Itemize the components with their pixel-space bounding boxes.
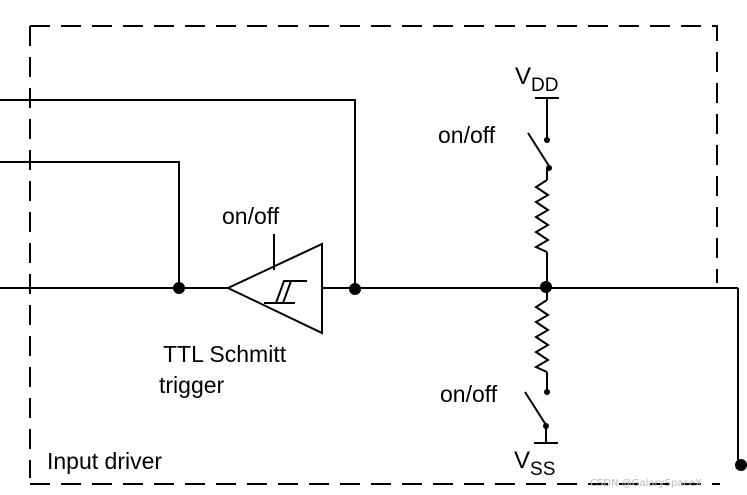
pull-down-branch xyxy=(524,287,558,444)
switch-bottom-pivot xyxy=(544,389,550,395)
pull-up-branch xyxy=(527,97,559,287)
switch-top-label: on/off xyxy=(438,122,496,148)
pull-down-resistor xyxy=(533,299,550,373)
switch-top-contact xyxy=(544,137,550,143)
hysteresis-icon xyxy=(264,280,307,304)
watermark: CSDN @GalarySpaceX xyxy=(590,478,702,489)
input-driver-label: Input driver xyxy=(47,448,162,474)
trigger-input-junction xyxy=(173,282,185,294)
upper-input-wire xyxy=(0,99,356,289)
pin-node xyxy=(735,459,747,471)
schmitt-enable-label: on/off xyxy=(222,203,280,229)
switch-top-blade xyxy=(527,132,550,167)
trigger-output-junction xyxy=(349,283,361,295)
schmitt-trigger xyxy=(225,234,323,335)
vdd-label: VDD xyxy=(515,63,558,96)
vss-label: VSS xyxy=(514,447,555,480)
switch-bottom-label: on/off xyxy=(440,381,498,407)
pull-up-resistor xyxy=(533,179,550,253)
middle-input-wire xyxy=(0,161,180,288)
schmitt-label-line1: TTL Schmitt xyxy=(163,341,287,367)
input-driver-boundary xyxy=(29,25,720,485)
switch-bottom-blade xyxy=(524,391,547,426)
schmitt-label-line2: trigger xyxy=(159,372,225,398)
